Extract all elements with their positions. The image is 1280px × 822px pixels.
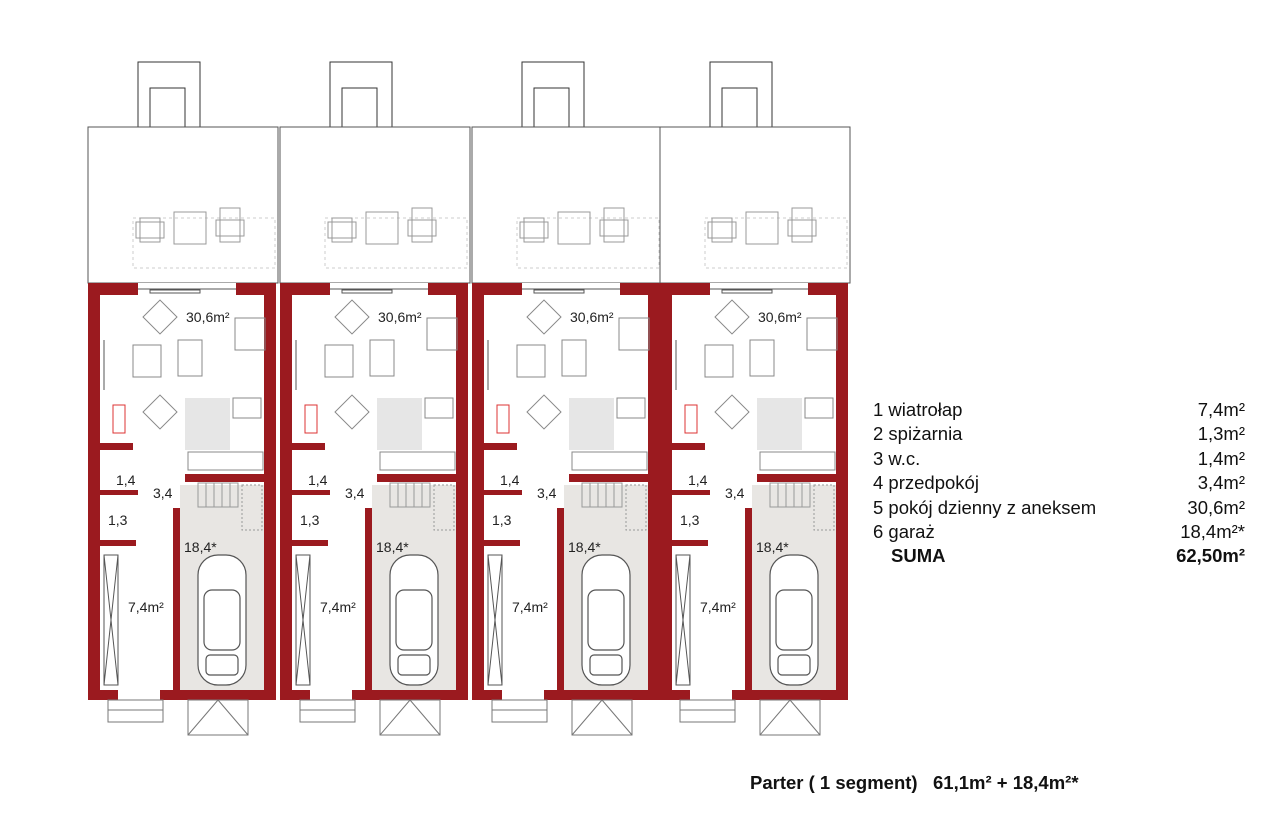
room-area-living: 30,6m² [758, 309, 802, 325]
room-name: 3 w.c. [873, 447, 921, 469]
house-segment: 30,6m² 1,4 3,4 1,3 18,4* 7,4m² [279, 61, 471, 736]
room-area-hall: 3,4 [725, 485, 745, 501]
room-area-garage: 18,4* [756, 539, 789, 555]
room-area-vestibule: 7,4m² [320, 599, 356, 615]
house-segment: 30,6m² 1,4 3,4 1,3 18,4* 7,4m² [87, 61, 279, 736]
room-area-vestibule: 7,4m² [512, 599, 548, 615]
room-area-wc: 1,4 [688, 472, 708, 488]
room-area-wc: 1,4 [500, 472, 520, 488]
room-name: 1 wiatrołap [873, 399, 963, 420]
segment-drawing [87, 61, 279, 736]
room-area-garage: 18,4* [568, 539, 601, 555]
house-segment: 30,6m² 1,4 3,4 1,3 18,4* 7,4m² [659, 61, 851, 736]
room-area-vestibule: 7,4m² [128, 599, 164, 615]
legend-row: 3 w.c. 1,4m² [873, 447, 1245, 471]
legend-row: 4 przedpokój 3,4m² [873, 471, 1245, 495]
room-area-hall: 3,4 [537, 485, 557, 501]
caption-areas: 61,1m² + 18,4m²* [933, 772, 1079, 793]
legend-row: 2 spiżarnia 1,3m² [873, 422, 1245, 446]
room-name: 6 garaż [873, 520, 935, 542]
room-area-pantry: 1,3 [108, 512, 128, 528]
room-name: 4 przedpokój [873, 472, 979, 494]
house-segment: 30,6m² 1,4 3,4 1,3 18,4* 7,4m² [471, 61, 663, 736]
total-value: 62,50m² [1176, 545, 1245, 567]
room-area-living: 30,6m² [186, 309, 230, 325]
room-legend: 1 wiatrołap 7,4m² 2 spiżarnia 1,3m² 3 w.c.… [873, 398, 1245, 569]
room-area: 3,4m² [1197, 472, 1245, 494]
room-area-pantry: 1,3 [680, 512, 700, 528]
room-area-wc: 1,4 [116, 472, 136, 488]
room-area: 1,4m² [1197, 447, 1245, 469]
room-area-wc: 1,4 [308, 472, 328, 488]
segment-drawing [471, 61, 663, 736]
room-area: 7,4m² [1197, 399, 1245, 420]
room-area-living: 30,6m² [570, 309, 614, 325]
room-name: 2 spiżarnia [873, 423, 963, 445]
legend-row: 6 garaż 18,4m²* [873, 520, 1245, 544]
room-area: 1,3m² [1197, 423, 1245, 445]
plan-caption: Parter ( 1 segment) 61,1m² + 18,4m²* [750, 772, 1079, 794]
room-area-vestibule: 7,4m² [700, 599, 736, 615]
legend-total-row: SUMA 62,50m² [873, 544, 1245, 568]
legend-row: 1 wiatrołap 7,4m² [873, 398, 1245, 422]
total-label: SUMA [891, 545, 946, 567]
room-area-pantry: 1,3 [300, 512, 320, 528]
room-area-garage: 18,4* [184, 539, 217, 555]
caption-label: Parter ( 1 segment) [750, 772, 918, 793]
room-area-hall: 3,4 [345, 485, 365, 501]
room-area-hall: 3,4 [153, 485, 173, 501]
room-area: 30,6m² [1187, 496, 1245, 518]
room-name: 5 pokój dzienny z aneksem [873, 496, 1097, 518]
room-area-garage: 18,4* [376, 539, 409, 555]
room-area: 18,4m²* [1180, 520, 1245, 542]
room-area-pantry: 1,3 [492, 512, 512, 528]
room-area-living: 30,6m² [378, 309, 422, 325]
legend-row: 5 pokój dzienny z aneksem 30,6m² [873, 496, 1245, 520]
segment-drawing [279, 61, 471, 736]
segment-drawing [659, 61, 851, 736]
